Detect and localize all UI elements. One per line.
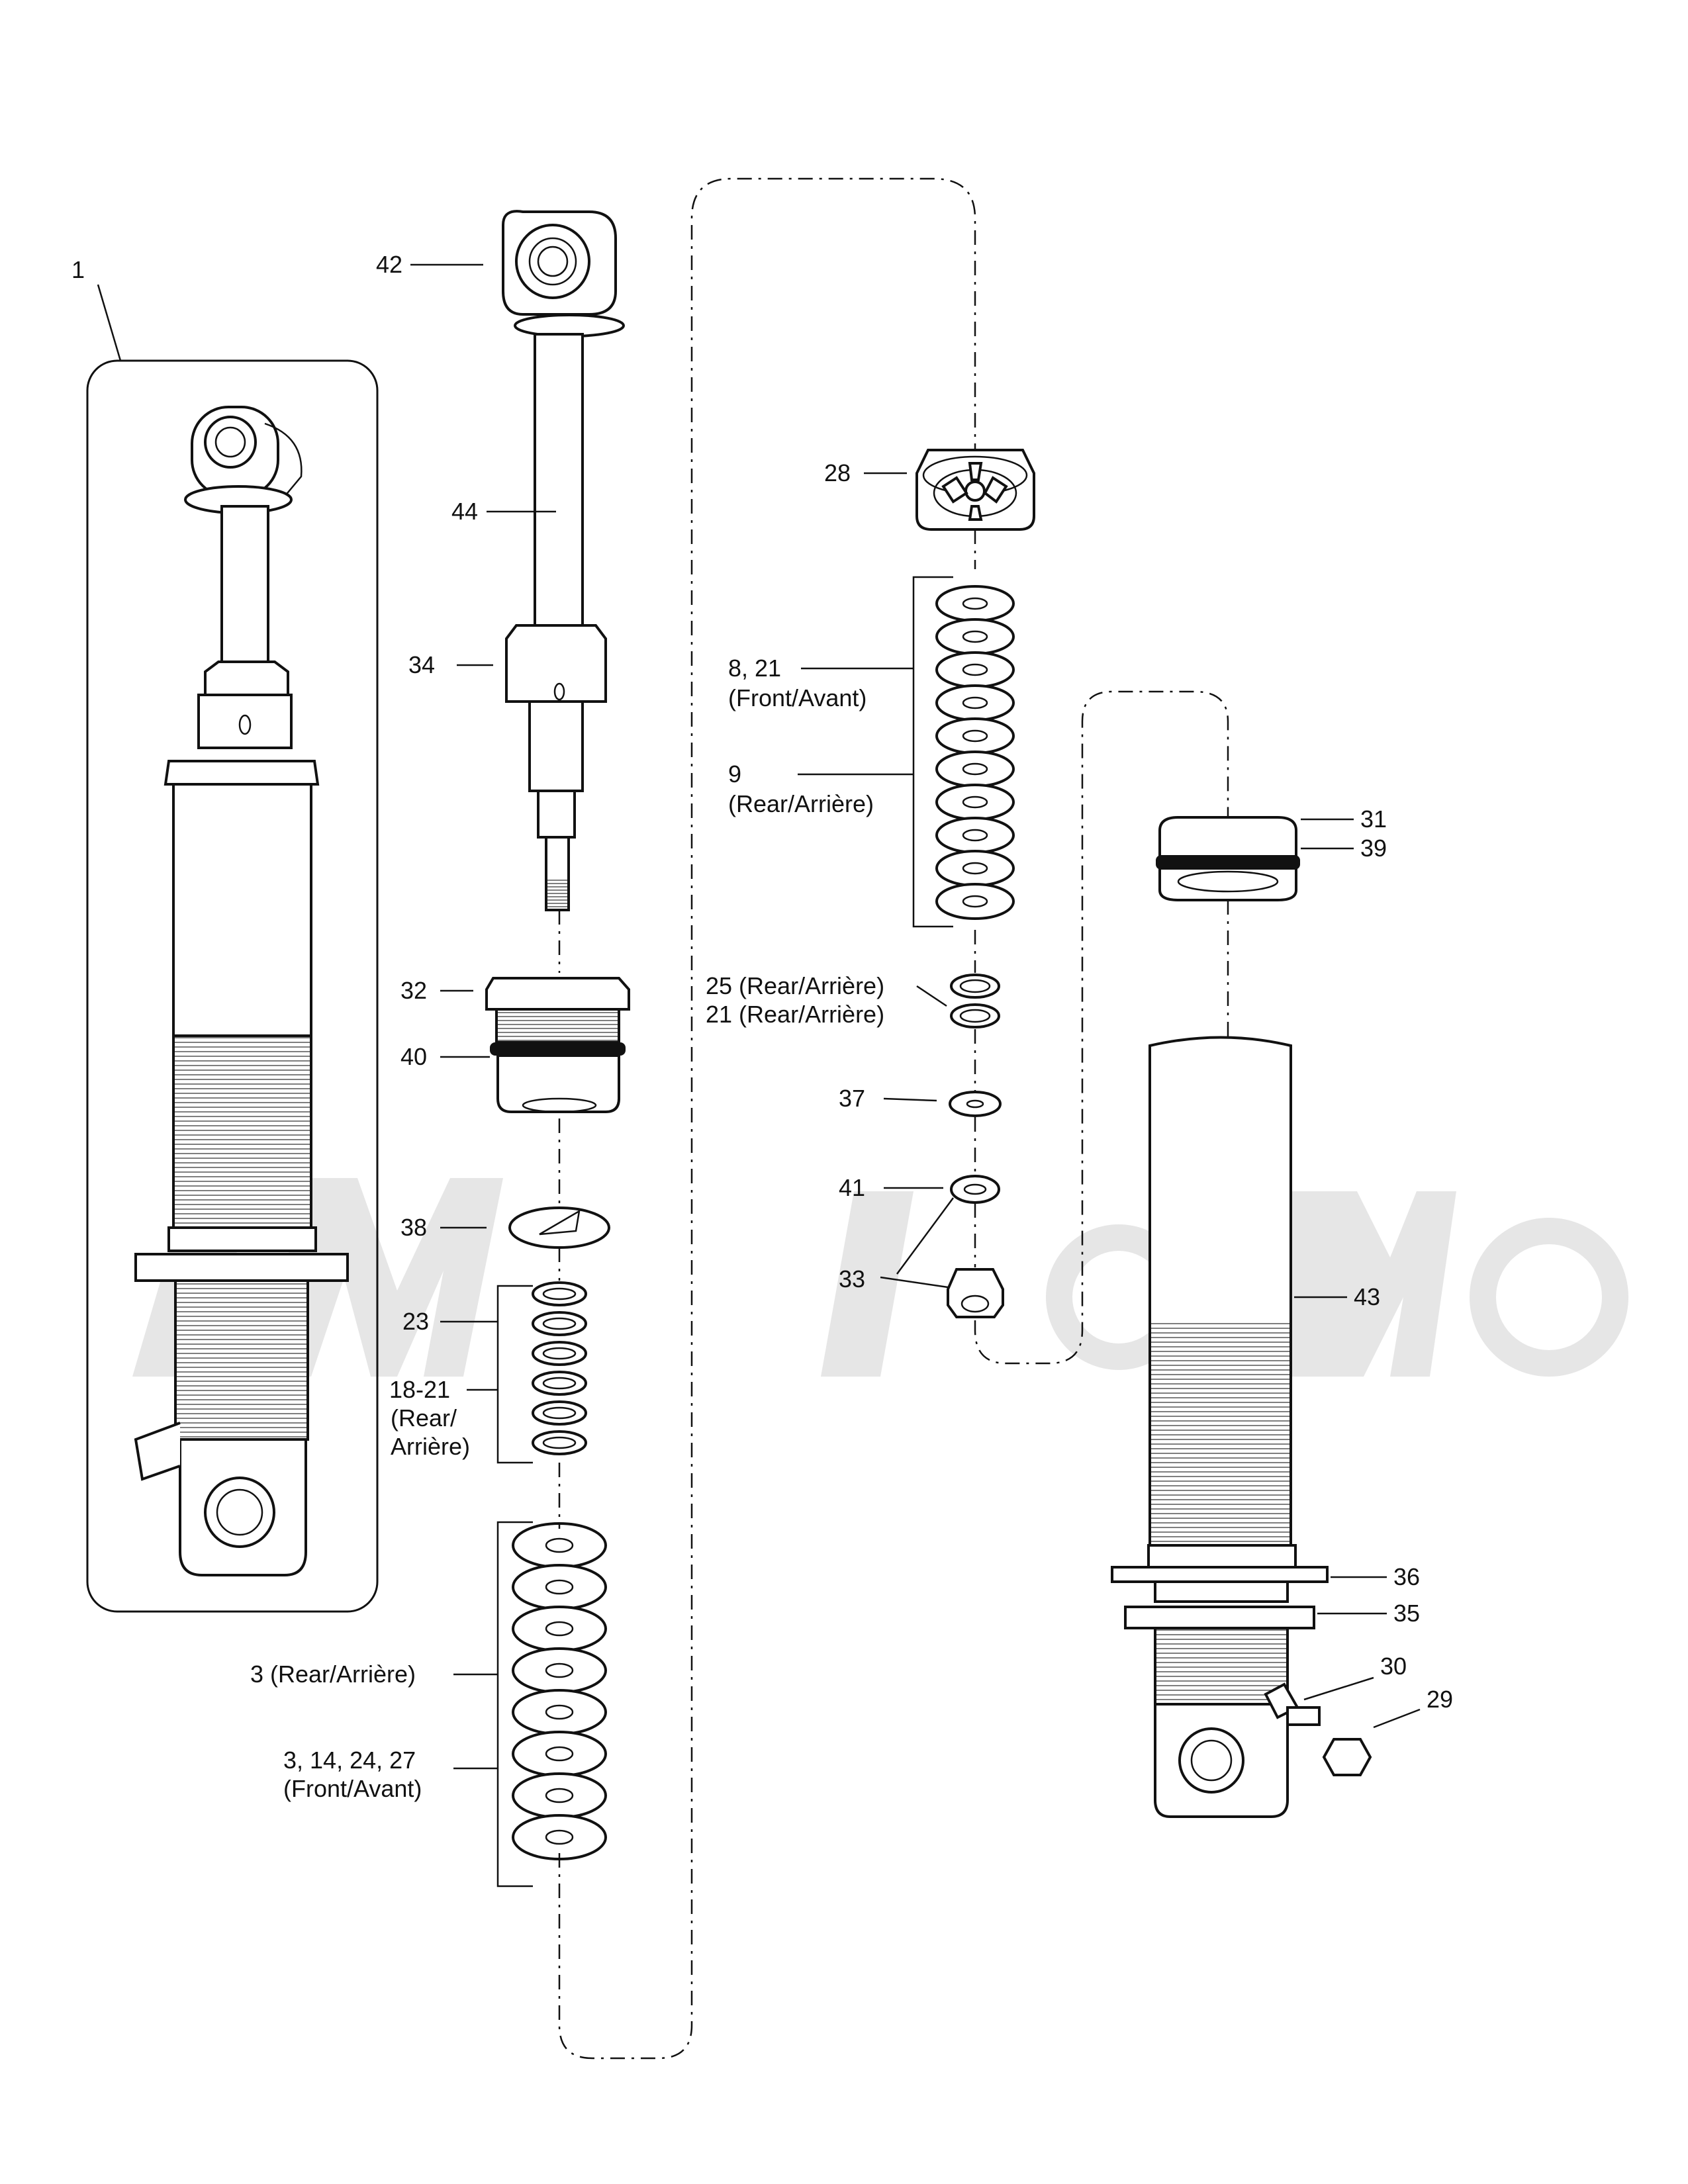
shim-hole [962, 630, 988, 643]
watermark [132, 1152, 1628, 1377]
shim [512, 1814, 607, 1860]
shim [935, 751, 1015, 788]
callout-40: 40 [400, 1043, 427, 1070]
shim-hole [962, 663, 988, 676]
shim-hole [962, 762, 988, 776]
shim [512, 1731, 607, 1777]
shim [935, 850, 1015, 887]
callout-3-rear: 3 (Rear/Arrière) [250, 1661, 416, 1688]
callout-33: 33 [839, 1265, 865, 1293]
shaft-spline [547, 880, 567, 907]
shim-hole [545, 1746, 574, 1762]
callout-labels: 1 42 44 34 32 40 38 23 18-21 (Rear/ Arri… [71, 251, 1453, 1802]
body-threads [1151, 1323, 1289, 1542]
shim-hole [542, 1317, 577, 1330]
piston-assembly [915, 449, 1035, 1318]
shim [512, 1647, 607, 1694]
shim [532, 1281, 587, 1306]
shim [935, 883, 1015, 920]
callout-3-front-b: (Front/Avant) [283, 1775, 422, 1802]
callout-9-b: (Rear/Arrière) [728, 790, 874, 817]
callout-35: 35 [1393, 1600, 1420, 1627]
callout-38: 38 [400, 1214, 427, 1241]
shim [935, 684, 1015, 721]
shim [512, 1564, 607, 1610]
callout-3-front-a: 3, 14, 24, 27 [283, 1747, 416, 1774]
shim [532, 1311, 587, 1336]
shim [935, 717, 1015, 754]
callout-36: 36 [1393, 1563, 1420, 1590]
shim-hole [545, 1829, 574, 1845]
callout-28: 28 [824, 459, 851, 486]
callout-30: 30 [1380, 1653, 1407, 1680]
assembly-path-lines [558, 177, 1229, 2060]
callout-39: 39 [1360, 835, 1387, 862]
leader-lines [97, 263, 1421, 1770]
shim [935, 817, 1015, 854]
shim-hole [545, 1704, 574, 1720]
shim-hole [545, 1788, 574, 1803]
callout-44: 44 [451, 498, 478, 525]
callout-42: 42 [376, 251, 402, 278]
callout-31: 31 [1360, 805, 1387, 833]
complete-shock-assembly [86, 359, 379, 1613]
shim [512, 1606, 607, 1652]
shim-hole [962, 597, 988, 610]
shim-hole [542, 1287, 577, 1300]
shim-hole [542, 1436, 577, 1449]
shim-hole [542, 1377, 577, 1390]
shim-hole [962, 729, 988, 743]
shim-hole [962, 895, 988, 908]
shim [935, 585, 1015, 622]
shim-hole [962, 829, 988, 842]
shim [532, 1400, 587, 1426]
shim [512, 1522, 607, 1569]
callout-21: 21 (Rear/Arrière) [706, 1001, 884, 1028]
shim [512, 1772, 607, 1819]
shim [532, 1341, 587, 1366]
callout-18-21-b: (Rear/ [391, 1404, 457, 1432]
small-shim-stack [532, 1281, 587, 1455]
large-shim-stack [512, 1522, 607, 1860]
body-threads [175, 1037, 310, 1228]
callout-8-21-a: 8, 21 [728, 655, 781, 682]
shock-body [1111, 816, 1372, 1818]
shim [935, 784, 1015, 821]
shim-hole [545, 1621, 574, 1637]
shim [935, 618, 1015, 655]
shim [532, 1371, 587, 1396]
shim-hole [962, 696, 988, 709]
shim-hole [545, 1662, 574, 1678]
shim-hole [542, 1347, 577, 1360]
callout-29: 29 [1427, 1686, 1453, 1713]
callout-34: 34 [408, 651, 435, 678]
callout-18-21-a: 18-21 [389, 1376, 450, 1403]
cap-threads [498, 1012, 618, 1041]
callout-32: 32 [400, 977, 427, 1004]
shim [532, 1430, 587, 1455]
shim-hole [962, 796, 988, 809]
lower-threads [177, 1283, 306, 1437]
shim-hole [962, 862, 988, 875]
callout-23: 23 [402, 1308, 429, 1335]
shim [512, 1689, 607, 1735]
callout-9-a: 9 [728, 760, 741, 788]
shim-hole [545, 1579, 574, 1595]
callout-43: 43 [1354, 1283, 1380, 1310]
shim [935, 651, 1015, 688]
piston-shim-stack [935, 585, 1015, 920]
shim-hole [542, 1406, 577, 1420]
group-brackets [496, 576, 953, 1888]
callout-41: 41 [839, 1174, 865, 1201]
shim-hole [545, 1537, 574, 1553]
callout-8-21-b: (Front/Avant) [728, 684, 867, 711]
shaft-assembly [485, 210, 630, 1860]
callout-25: 25 (Rear/Arrière) [706, 972, 884, 999]
callout-1: 1 [71, 256, 85, 283]
callout-37: 37 [839, 1085, 865, 1112]
callout-18-21-c: Arrière) [391, 1433, 470, 1460]
